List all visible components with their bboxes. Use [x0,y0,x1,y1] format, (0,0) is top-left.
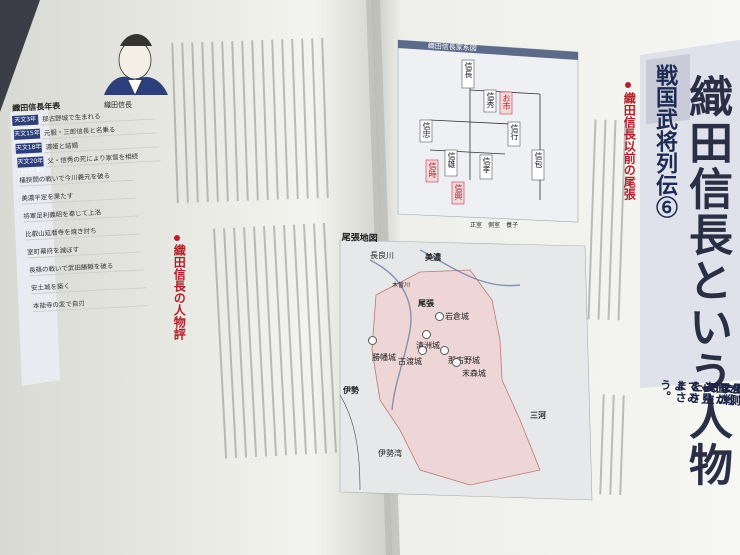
chronology-row: 天文3年(1534年)那古野城で生まれる [12,112,156,134]
chronology-row: 比叡山延暦寺を焼き討ち [25,227,141,241]
castle-label: 古渡城 [398,357,422,366]
chronology-row: 天文15年(1546年)元服・三郎信長と名乗る [13,126,158,148]
owari-region [371,269,541,486]
map-label-mikawa: 三河 [530,411,546,420]
chronology-row: 安土城を築く [31,282,147,295]
castle-label: 岩倉城 [445,312,469,321]
map-label-kiso: 木曽川 [392,282,411,289]
title-band [640,40,740,388]
family-member: 信時 [428,162,437,178]
map-label-isewan: 伊勢湾 [378,449,402,458]
family-member: 信行 [510,124,519,140]
castle-icon [452,358,461,367]
heading-personality: 織田信長の人物評 [172,244,187,340]
map-label-mino: 美濃 [425,253,441,262]
map-title: 尾張地図 [341,232,378,245]
main-title: 織田信長という人物 [681,74,732,488]
family-member: 信忠 [422,122,431,138]
family-member: 信雄 [447,152,456,168]
castle-label: 那古野城 [448,356,480,365]
chronology-row: 美濃平定を果たす [21,192,137,205]
castle-icon [440,346,449,355]
left-body-text-2 [209,221,371,459]
castle-icon [435,312,444,321]
family-member: 信秀 [486,92,495,108]
chronology-row: 桶狭間の戦いで今川義元を破る [19,172,135,187]
chronology-row: 本能寺の変で自刃 [33,299,149,313]
family-member: 信長 [464,62,473,78]
right-body-text-2 [596,394,639,496]
castle-label: 清洲城 [416,341,440,350]
chronology-row: 天文20年(1551年)父・信秀の死により家督を相続 [17,152,161,176]
castle-icon [422,330,431,339]
castle-icon [418,346,427,355]
chronology-list: 天文3年(1534年)那古野城で生まれる 天文15年(1546年)元服・三郎信長… [12,108,177,415]
family-member: お市 [502,94,511,110]
castle-label: 末森城 [462,369,486,378]
chronology-row: 室町幕府を滅ぼす [27,246,143,259]
chronology-row: 天文18年(1549年)濃姫と結婚 [15,142,159,162]
castle-label: 勝幡城 [372,353,396,362]
series-title: 戦国武将列伝⑥ [652,64,678,218]
map-label-ise: 伊勢 [343,386,359,395]
left-body-text [167,37,362,204]
family-member: 信興 [454,184,463,200]
portrait-illustration [104,34,168,96]
chronology-row: 長篠の戦いで武田勝頼を破る [29,262,145,277]
family-member: 信孝 [482,157,491,173]
heading-pre-nobunaga-owari: 織田信長以前の尾張 [622,92,637,200]
family-tree-legend: 正室 側室 養子 [470,222,519,229]
castle-icon [368,336,377,345]
portrait-caption: 織田信長 [104,101,132,109]
map-label-nagara: 長良川 [370,251,394,260]
chronology-row: 将軍足利義昭を奉じて上洛 [23,208,139,223]
family-member: 信包 [534,152,543,168]
map-label-owari: 尾張 [418,299,434,308]
